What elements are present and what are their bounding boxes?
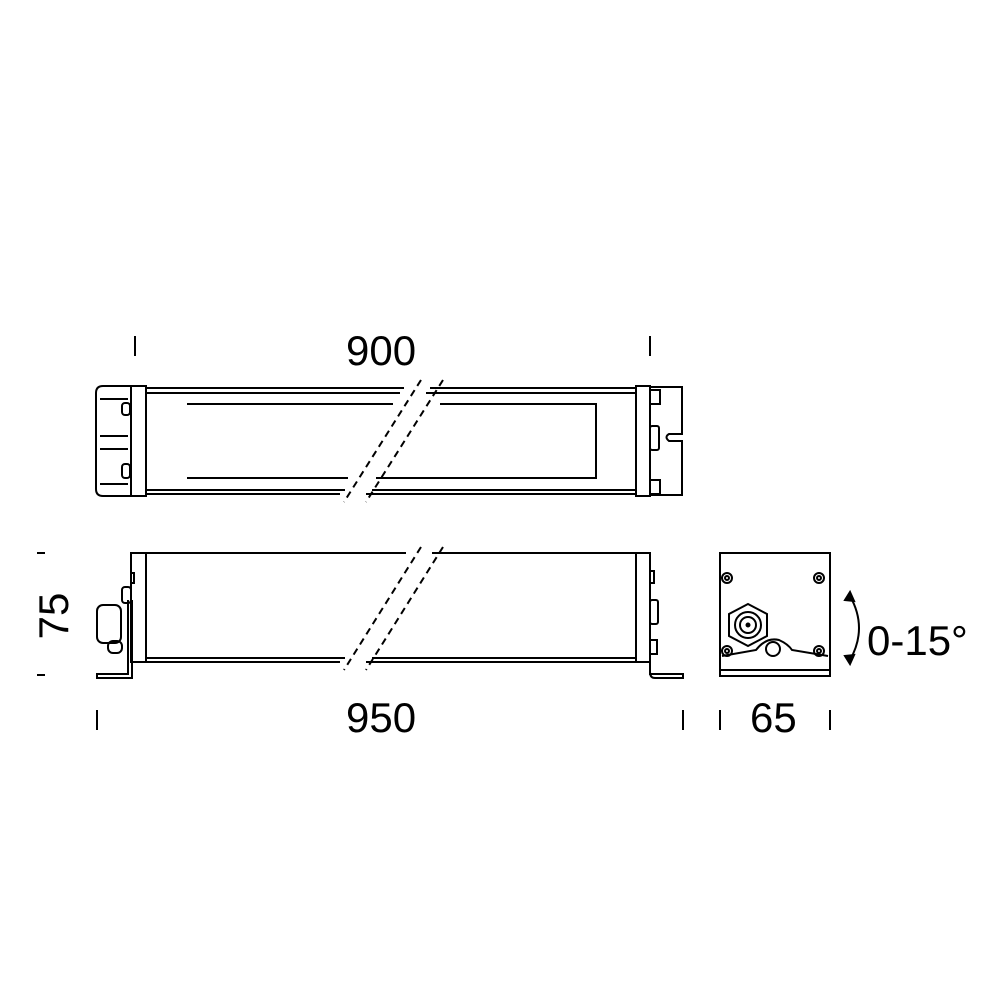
end-plate [719,552,831,677]
right-bracket [649,615,684,679]
side-bottom-lines [146,657,636,663]
dim-900-label: 900 [346,327,417,374]
left-fastener-top [121,402,131,416]
top-view [95,379,683,503]
end-profile [721,638,829,657]
hex-nut [728,602,768,648]
diffuser-window [187,403,597,479]
side-break-line [343,546,444,671]
dim-900-ticks [134,336,651,356]
tilt-arc [849,595,860,661]
left-bracket [96,600,133,679]
right-side-tab [649,599,659,625]
gland-ring [734,611,762,639]
dim-75-ticks [37,552,45,676]
right-tab-bottom [649,479,661,495]
side-fastener [121,586,132,604]
break-line [343,379,444,503]
drain-plug [765,641,781,657]
tilt-label: 0-15° [867,617,968,664]
dim-950-label: 950 [346,694,417,741]
side-right-cap [635,552,651,663]
dim-65-label: 65 [750,694,797,741]
end-view [719,552,831,677]
dim-950-ticks [96,710,684,730]
right-end-block [650,386,683,496]
right-side-tab-2 [649,639,658,655]
left-connector-lines [100,398,128,485]
body-top-lines [146,387,636,394]
cable-gland [96,604,122,644]
gland-nut [107,640,123,654]
left-fastener-bottom [121,463,131,479]
right-tab-mid [649,425,660,451]
side-clip [130,572,135,584]
body-bottom-lines [146,489,636,495]
right-tab-top [649,389,661,405]
side-view [96,546,684,679]
left-connector-box [95,385,131,497]
screw-holes [721,572,825,657]
tilt-arrowheads [843,589,856,667]
right-end-cap [635,385,651,497]
side-left-cap [130,552,147,663]
dim-75-label: 75 [30,592,77,640]
dimension-marks [37,336,860,730]
left-end-cap [130,385,147,497]
right-clip [649,570,655,584]
dim-65-ticks [719,710,831,730]
